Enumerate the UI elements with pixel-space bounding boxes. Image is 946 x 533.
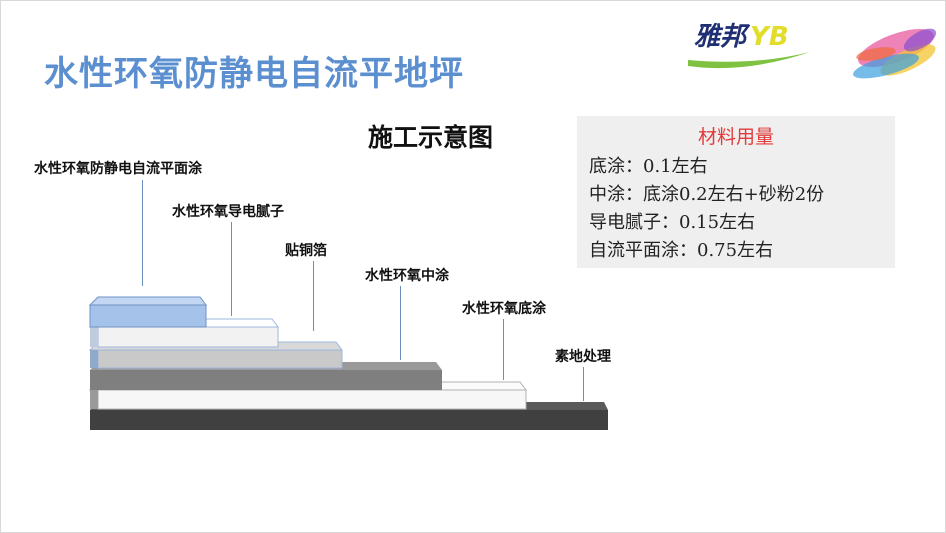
layer-label-substrate: 素地处理	[555, 349, 611, 365]
leader-line-copper-foil	[313, 261, 314, 331]
diagram-title: 施工示意图	[368, 123, 494, 152]
leader-line-primer	[503, 319, 504, 380]
layer-label-topcoat: 水性环氧防静电自流平面涂	[34, 161, 202, 177]
layer-label-midcoat: 水性环氧中涂	[365, 268, 449, 284]
material-usage-heading: 材料用量	[697, 126, 774, 148]
logo-brand-cn: 雅邦	[694, 22, 747, 52]
material-usage-box: 材料用量 底涂：0.1左右 中涂：底涂0.2左右+砂粉2份 导电腻子：0.15左…	[577, 116, 895, 268]
usage-line-putty: 导电腻子：0.15左右	[589, 212, 756, 233]
leader-line-putty	[231, 222, 232, 316]
leader-line-substrate	[583, 367, 584, 401]
usage-line-midcoat: 中涂：底涂0.2左右+砂粉2份	[589, 184, 825, 205]
logo-brand-latin: YB	[750, 22, 789, 52]
leader-line-midcoat	[400, 286, 401, 360]
usage-line-primer: 底涂：0.1左右	[589, 156, 708, 177]
layer-label-primer: 水性环氧底涂	[462, 301, 546, 317]
page-title: 水性环氧防静电自流平地坪	[44, 54, 464, 94]
logo-swoosh-icon	[688, 52, 810, 69]
layer-label-putty: 水性环氧导电腻子	[172, 204, 284, 220]
layer-label-copper-foil: 贴铜箔	[285, 243, 327, 259]
layer-topcoat	[88, 296, 207, 328]
leader-line-topcoat	[142, 180, 143, 286]
usage-line-topcoat: 自流平面涂：0.75左右	[589, 240, 774, 261]
color-splash-decoration-icon	[853, 28, 937, 79]
